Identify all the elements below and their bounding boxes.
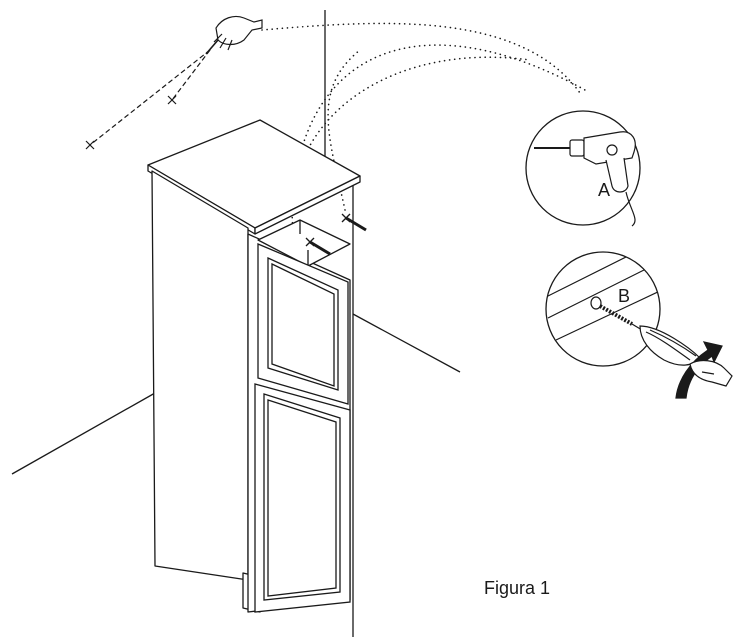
cabinet-top-edge-side <box>254 175 361 235</box>
mark-lines <box>89 49 211 146</box>
cabinet-left-side <box>151 170 249 581</box>
callout-b-label: B <box>618 286 630 306</box>
callout-a-label: A <box>598 180 610 200</box>
hand-marking-icon <box>205 15 263 55</box>
room-corner <box>11 10 461 637</box>
screwdriver-icon <box>631 323 701 366</box>
guide-arc-lower <box>291 56 531 249</box>
floor-line-right <box>352 313 461 373</box>
guide-arc-outer <box>261 22 581 94</box>
wall-screws <box>305 213 367 256</box>
cabinet-upper-opening <box>257 219 351 267</box>
upper-door <box>257 243 349 405</box>
wall-mark-x <box>85 95 177 150</box>
figure-caption: Figura 1 <box>484 578 550 598</box>
screw-icon <box>590 296 633 326</box>
hand-grip-icon <box>689 359 733 387</box>
floor-line-left <box>11 392 156 475</box>
callout-b: B <box>545 251 701 367</box>
lower-door <box>254 383 351 613</box>
callout-a: A <box>525 110 641 227</box>
rotation-arrow-icon <box>675 341 723 399</box>
guide-arc-upper <box>299 44 586 156</box>
power-drill-icon <box>534 131 636 227</box>
